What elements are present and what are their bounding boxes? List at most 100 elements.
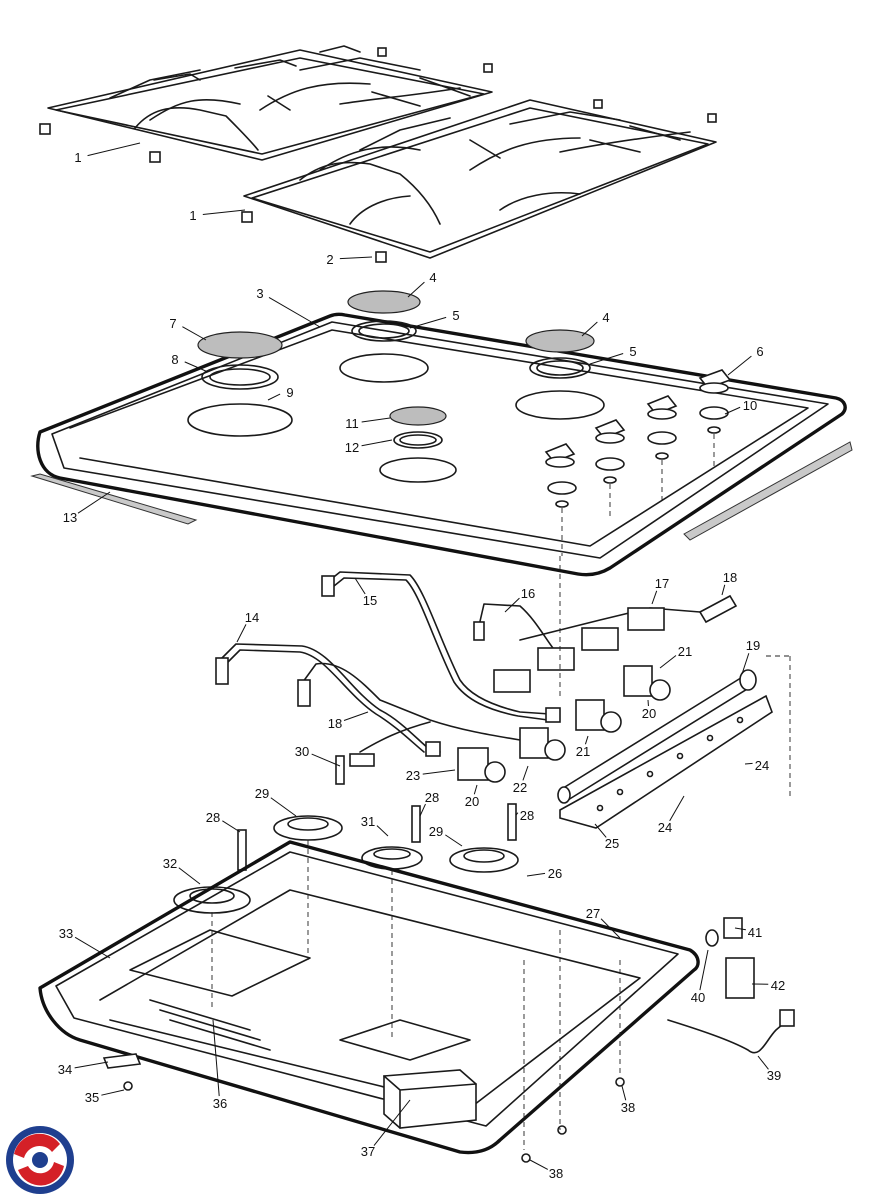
callout-number: 26 [548, 866, 562, 881]
callout-c28a: 28 [206, 810, 241, 833]
callout-number: 27 [586, 906, 600, 921]
callout-number: 38 [549, 1166, 563, 1181]
burner-cap-medium-rear [347, 290, 421, 314]
callout-c39: 39 [757, 1055, 781, 1083]
callout-leader-line [651, 590, 658, 605]
callout-number: 5 [629, 344, 636, 359]
callout-leader-line [101, 1089, 125, 1096]
callout-c11: 11 [345, 416, 391, 431]
pipe-fittings [215, 575, 561, 767]
callout-number: 13 [63, 510, 77, 525]
callout-leader-line [184, 361, 209, 373]
callout-c33: 33 [59, 926, 111, 959]
callout-number: 10 [743, 398, 757, 413]
callout-leader-line [407, 281, 425, 298]
burner-cap-large [197, 331, 283, 359]
callout-number: 32 [163, 856, 177, 871]
callout-c34: 34 [58, 1061, 109, 1077]
gas-pipes [219, 571, 727, 753]
callout-leader-line [267, 393, 281, 401]
assembly-axis-lines [211, 556, 621, 1150]
gas-valves [457, 665, 671, 783]
callout-c20a: 20 [642, 699, 656, 721]
brand-swirl-icon [6, 1126, 74, 1194]
callout-number: 18 [328, 716, 342, 731]
callout-c12: 12 [345, 439, 393, 455]
seal-strips [30, 441, 853, 541]
knob-axis-lines [561, 434, 715, 556]
pan-support-left [47, 45, 493, 161]
callout-c23: 23 [406, 768, 456, 783]
callout-leader-line [354, 577, 366, 595]
callout-number: 6 [756, 344, 763, 359]
callout-number: 34 [58, 1062, 72, 1077]
callout-number: 25 [605, 836, 619, 851]
callout-leader-line [422, 769, 456, 775]
callout-c21b: 21 [576, 735, 590, 759]
callout-c38b: 38 [529, 1159, 563, 1181]
callout-number: 24 [755, 758, 769, 773]
callout-c3: 3 [256, 286, 321, 328]
callout-c14: 14 [236, 610, 259, 643]
pan-support-right [243, 99, 717, 259]
callout-c27: 27 [586, 906, 621, 939]
callout-c8: 8 [171, 352, 209, 373]
callout-c20b: 20 [465, 784, 479, 809]
burner-rings [187, 320, 605, 483]
callout-c21a: 21 [659, 644, 692, 669]
callout-leader-line [669, 795, 685, 822]
worktop [36, 312, 847, 577]
callout-number: 31 [361, 814, 375, 829]
callout-leader-line [529, 1159, 549, 1170]
callout-number: 28 [206, 810, 220, 825]
callout-number: 28 [520, 808, 534, 823]
gas-manifold [557, 669, 757, 804]
callout-number: 30 [295, 744, 309, 759]
callout-c18a: 18 [721, 570, 737, 596]
callout-leader-line [734, 927, 746, 931]
callout-number: 20 [642, 706, 656, 721]
manifold-bracket [559, 694, 773, 829]
callout-c29b: 29 [429, 824, 463, 847]
callout-leader-line [584, 735, 589, 745]
callout-leader-line [74, 1061, 109, 1069]
callout-leader-line [74, 936, 111, 959]
callout-number: 11 [345, 416, 359, 431]
base-tray [38, 840, 700, 1155]
callout-c19: 19 [741, 638, 760, 675]
callout-c1b: 1 [189, 208, 246, 223]
callout-c15: 15 [354, 577, 377, 608]
callout-number: 5 [452, 308, 459, 323]
callout-leader-line [515, 812, 519, 816]
callout-leader-line [77, 491, 111, 514]
callout-leader-line [659, 655, 677, 669]
callout-number: 1 [189, 208, 196, 223]
callout-number: 40 [691, 990, 705, 1005]
callout-leader-line [757, 1055, 769, 1070]
callout-leader-line [202, 209, 246, 215]
callout-leader-line [526, 872, 546, 877]
callout-number: 22 [513, 780, 527, 795]
callout-number: 42 [771, 978, 785, 993]
callout-leader-line [268, 297, 321, 328]
callout-number: 12 [345, 440, 359, 455]
burner-cap-medium-right [525, 329, 595, 353]
callout-number: 21 [678, 644, 692, 659]
callout-leader-line [594, 823, 607, 838]
callout-number: 37 [361, 1144, 375, 1159]
callout-leader-line [339, 256, 373, 260]
callout-c9: 9 [267, 385, 294, 401]
callout-number: 1 [74, 150, 81, 165]
callout-number: 39 [767, 1068, 781, 1083]
burner-cap-small [389, 406, 447, 426]
callout-c31: 31 [361, 814, 389, 837]
callout-leader-line [343, 711, 369, 721]
callout-leader-line [373, 1099, 411, 1146]
callout-leader-line [473, 784, 478, 795]
callout-c22: 22 [513, 765, 529, 795]
callout-leader-line [376, 825, 389, 837]
callout-leader-line [409, 316, 447, 329]
callout-number: 14 [245, 610, 259, 625]
callout-c13: 13 [63, 491, 111, 525]
